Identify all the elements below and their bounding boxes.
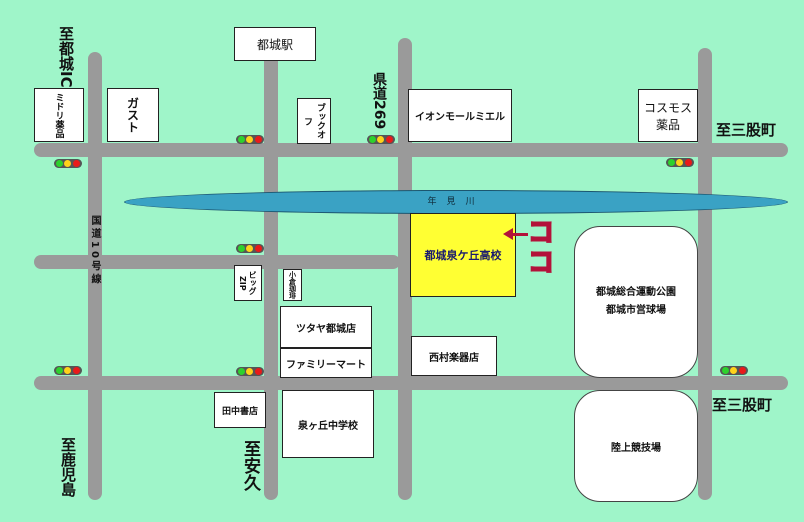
landmark-tsutaya: ツタヤ都城店 — [280, 306, 372, 348]
traffic-signal-icon — [54, 159, 82, 168]
label-to-yasuhisa: 至安久 — [240, 440, 260, 491]
landmark-tanaka-bookstore: 田中書店 — [214, 392, 266, 428]
landmark-midori-pharmacy: ミドリ薬品 — [34, 88, 84, 142]
label-prefectural-road-269: 県道269 — [371, 72, 387, 130]
landmark-cosmos-pharmacy: コスモス薬品 — [638, 89, 698, 142]
traffic-signal-icon — [367, 135, 395, 144]
landmark-big-zip: ビッグZIP — [234, 265, 262, 301]
landmark-athletics-stadium: 陸上競技場 — [574, 390, 698, 502]
label-to-miyakonojo-ic: 至都城IC — [57, 26, 75, 88]
traffic-signal-icon — [54, 366, 82, 375]
arrow-shaft — [510, 233, 528, 236]
landmark-sports-park: 都城総合運動公園 都城市営球場 — [574, 226, 698, 378]
traffic-signal-icon — [666, 158, 694, 167]
label-to-mimata-top: 至三股町 — [716, 121, 777, 139]
here-label: ココ — [527, 217, 556, 279]
landmark-miyakonojo-izumigaoka-high-school: 都城泉ケ丘高校 — [410, 213, 516, 297]
road-prefectural-269 — [398, 38, 412, 500]
landmark-gusto: ガスト — [107, 88, 159, 142]
landmark-aeon-mall: イオンモールミエル — [408, 89, 512, 142]
arrow-left-icon — [503, 228, 513, 240]
traffic-signal-icon — [720, 366, 748, 375]
landmark-nishimura-music: 西村楽器店 — [411, 336, 497, 376]
landmark-familymart: ファミリーマート — [280, 348, 372, 378]
traffic-signal-icon — [236, 244, 264, 253]
label-national-road-10: 国道10号線 — [89, 215, 100, 287]
road-west-center — [264, 52, 278, 500]
traffic-signal-icon — [236, 135, 264, 144]
traffic-signal-icon — [236, 367, 264, 376]
label-to-mimata-bottom: 至三股町 — [712, 396, 773, 414]
landmark-izumigaoka-junior-high: 泉ヶ丘中学校 — [282, 390, 374, 458]
here-marker: ココ — [502, 217, 576, 279]
label-to-kagoshima: 至鹿児島 — [59, 437, 77, 497]
landmark-miyakonojo-station: 都城駅 — [234, 27, 316, 61]
landmark-komeda: 小倉珈琲 — [283, 269, 302, 301]
river-label: 年見川 — [427, 197, 485, 207]
landmark-bookoff: ブックオフ — [297, 98, 331, 144]
road-middle — [34, 255, 400, 269]
road-east — [698, 48, 712, 500]
river: 年見川 — [124, 190, 788, 214]
road-national-10 — [88, 52, 102, 500]
